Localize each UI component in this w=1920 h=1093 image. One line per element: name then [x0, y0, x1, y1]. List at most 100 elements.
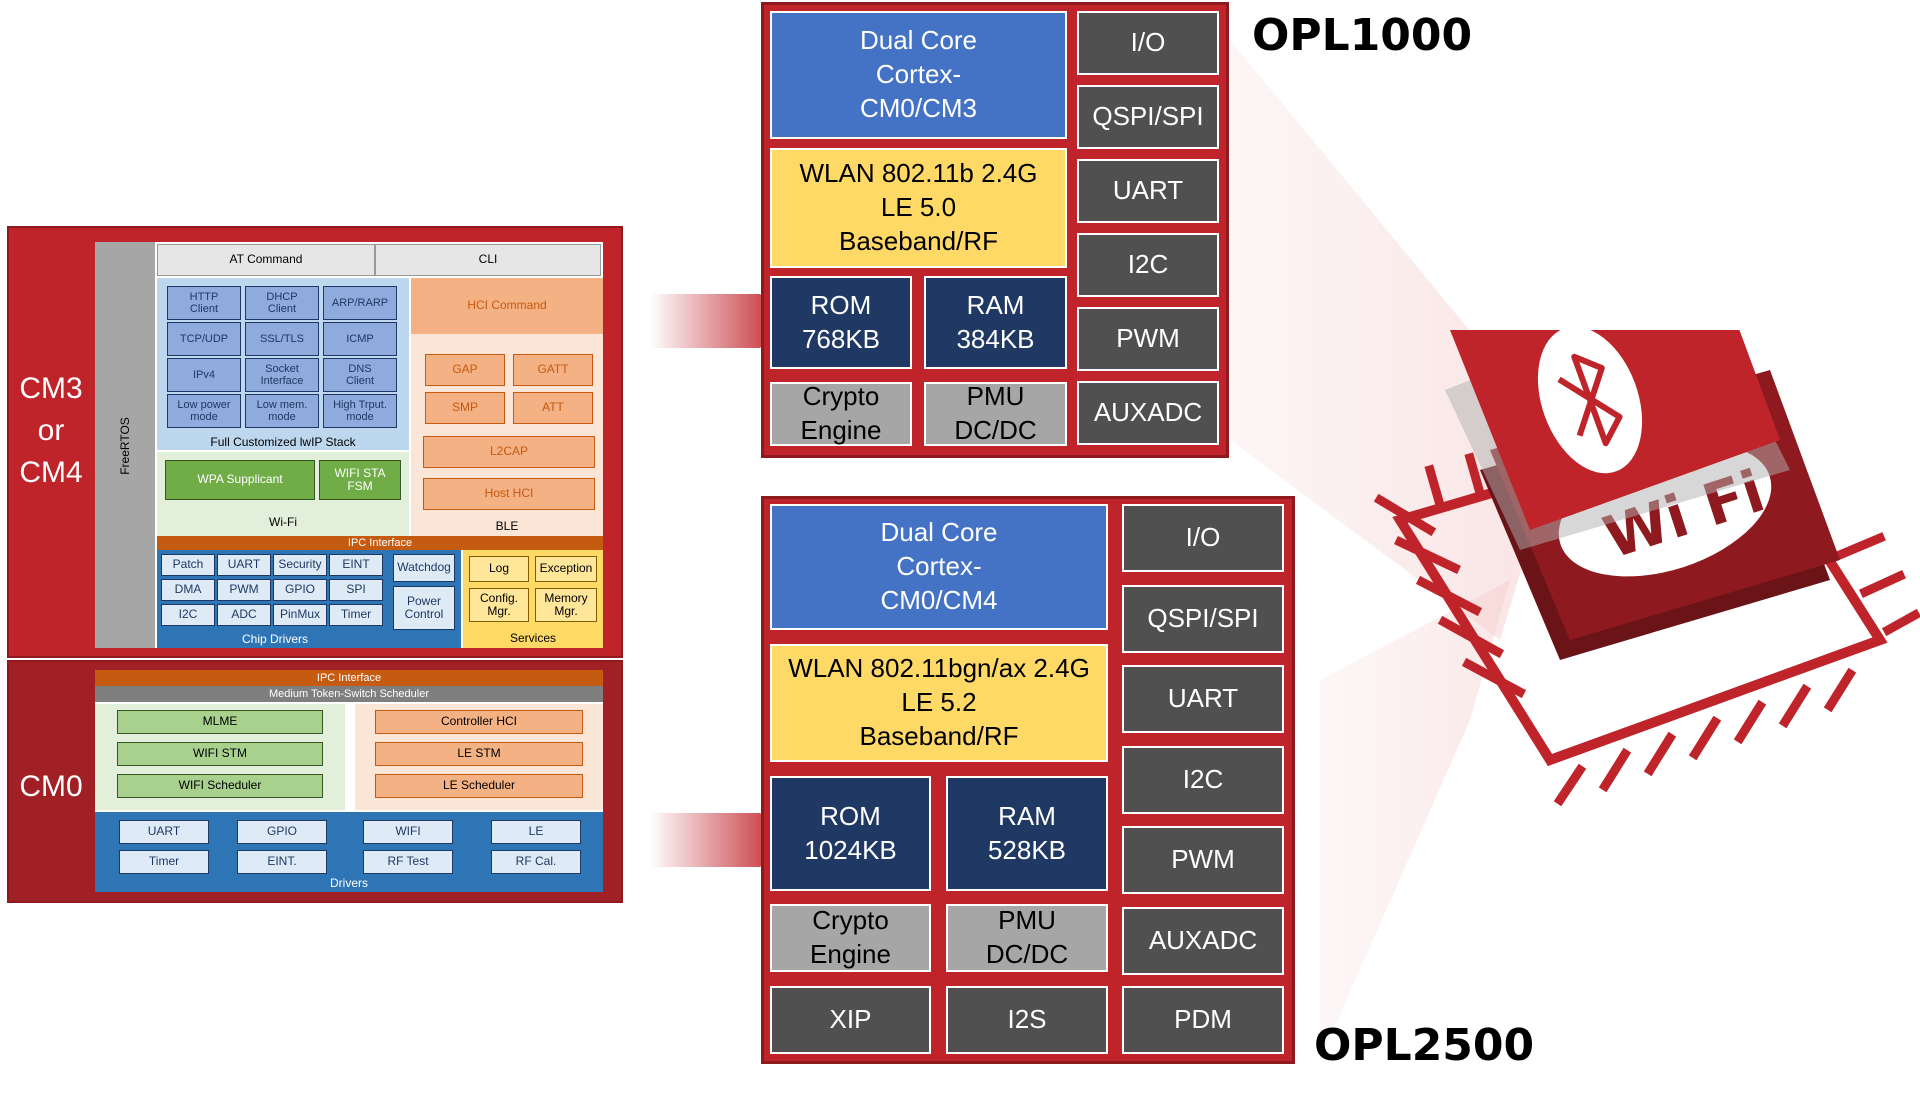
opl2500-io-block: AUXADC — [1122, 906, 1284, 975]
opl1000-io-block: PWM — [1077, 307, 1219, 371]
gatt-box: GATT — [513, 354, 593, 386]
opl1000-pmu-block: PMU DC/DC — [924, 381, 1067, 446]
net-cell: HTTP Client — [167, 286, 241, 320]
le-scheduler-box: LE Scheduler — [375, 774, 583, 798]
opl2500-wlan-block: WLAN 802.11bgn/ax 2.4G LE 5.2 Baseband/R… — [770, 644, 1108, 762]
opl2500-io-block: I/O — [1122, 504, 1284, 572]
driver-cell: I2C — [161, 604, 215, 626]
wifi-sta-fsm-box: WIFI STA FSM — [319, 460, 401, 500]
driver-cell: EINT — [329, 554, 383, 576]
software-stack: CM3 or CM4 FreeRTOS AT Command CLI Full … — [7, 226, 623, 903]
driver-cell: PinMux — [273, 604, 327, 626]
opl1000-wlan-block: WLAN 802.11b 2.4G LE 5.0 Baseband/RF — [770, 148, 1067, 268]
opl2500-pdm-block: PDM — [1122, 986, 1284, 1054]
cm0-driver-cell: WIFI — [363, 820, 453, 844]
opl1000-io-block: AUXADC — [1077, 381, 1219, 445]
att-box: ATT — [513, 392, 593, 424]
cm3-label: CM3 or CM4 — [19, 372, 83, 489]
chip-icon: Wi Fi — [1373, 330, 1920, 807]
cm0-driver-cell: RF Cal. — [491, 850, 581, 874]
opl1000-cpu-block: Dual Core Cortex- CM0/CM3 — [770, 11, 1067, 139]
opl1000-io-block: QSPI/SPI — [1077, 85, 1219, 149]
cm0-driver-cell: RF Test — [363, 850, 453, 874]
exception-box: Exception — [535, 556, 597, 582]
freertos-bar — [95, 242, 155, 648]
services-label: Services — [509, 631, 556, 646]
net-cell: Socket Interface — [245, 358, 319, 392]
net-cell: Low power mode — [167, 394, 241, 428]
opl2500-io-block: PWM — [1122, 826, 1284, 894]
l2cap-box: L2CAP — [423, 436, 595, 468]
opl1000-io-block: I/O — [1077, 11, 1219, 75]
host-hci-box: Host HCI — [423, 478, 595, 510]
wifi-scheduler-box: WIFI Scheduler — [117, 774, 323, 798]
gap-box: GAP — [425, 354, 505, 386]
driver-cell: Timer — [329, 604, 383, 626]
driver-cell: PWM — [217, 579, 271, 601]
cm0-driver-cell: UART — [119, 820, 209, 844]
net-cell: ARP/RARP — [323, 286, 397, 320]
power-control-box: Power Control — [393, 586, 455, 630]
cm0-driver-cell: EINT. — [237, 850, 327, 874]
opl2500-io-block: I2C — [1122, 745, 1284, 814]
net-cell: IPv4 — [167, 358, 241, 392]
scheduler-bar: Medium Token-Switch Scheduler — [95, 686, 603, 702]
wifi-label: Wi-Fi — [269, 515, 297, 530]
opl1000-crypto-block: Crypto Engine — [770, 381, 912, 446]
opl2500-crypto-block: Crypto Engine — [770, 904, 931, 972]
log-box: Log — [469, 556, 529, 582]
opl2500-title: OPL2500 — [1314, 1020, 1535, 1071]
opl2500-io-block: QSPI/SPI — [1122, 584, 1284, 653]
driver-cell: GPIO — [273, 579, 327, 601]
wifi-stm-box: WIFI STM — [117, 742, 323, 766]
opl1000-title: OPL1000 — [1252, 10, 1473, 61]
opl2500-ram-block: RAM 528KB — [946, 776, 1108, 891]
memory-mgr-box: Memory Mgr. — [535, 588, 597, 622]
le-stm-box: LE STM — [375, 742, 583, 766]
opl1000-rom-block: ROM 768KB — [770, 276, 912, 369]
net-cell: Low mem. mode — [245, 394, 319, 428]
wpa-supplicant-box: WPA Supplicant — [165, 460, 315, 500]
arrow-to-opl1000-icon — [650, 294, 788, 348]
controller-hci-box: Controller HCI — [375, 710, 583, 734]
drivers-label: Drivers — [330, 876, 368, 891]
ble-label: BLE — [495, 519, 519, 534]
driver-cell: ADC — [217, 604, 271, 626]
config-mgr-box: Config. Mgr. — [469, 588, 529, 622]
ipc-interface-bar-cm0: IPC Interface — [95, 670, 603, 686]
opl2500-io-block: UART — [1122, 665, 1284, 733]
cli-box: CLI — [375, 244, 601, 276]
cm0-driver-cell: LE — [491, 820, 581, 844]
opl2500-pmu-block: PMU DC/DC — [946, 904, 1108, 972]
driver-cell: Patch — [161, 554, 215, 576]
hci-command-box: HCI Command — [411, 278, 603, 334]
opl2500-xip-block: XIP — [770, 986, 931, 1054]
driver-cell: Security — [273, 554, 327, 576]
at-command-box: AT Command — [157, 244, 375, 276]
net-cell: High Trput. mode — [323, 394, 397, 428]
cm0-driver-cell: Timer — [119, 850, 209, 874]
arrow-to-opl2500-icon — [650, 813, 788, 867]
bluetooth-icon — [1537, 330, 1643, 474]
lwip-label: Full Customized lwIP Stack — [210, 435, 356, 450]
watchdog-box: Watchdog — [393, 554, 455, 582]
driver-cell: SPI — [329, 579, 383, 601]
opl1000-ram-block: RAM 384KB — [924, 276, 1067, 369]
mlme-box: MLME — [117, 710, 323, 734]
freertos-label: FreeRTOS — [118, 417, 132, 475]
driver-cell: UART — [217, 554, 271, 576]
chip-drivers-label: Chip Drivers — [241, 632, 308, 647]
driver-cell: DMA — [161, 579, 215, 601]
opl2500-i2s-block: I2S — [946, 986, 1108, 1054]
opl2500-rom-block: ROM 1024KB — [770, 776, 931, 891]
smp-box: SMP — [425, 392, 505, 424]
opl1000-io-block: I2C — [1077, 233, 1219, 297]
net-cell: ICMP — [323, 322, 397, 356]
ipc-interface-bar: IPC Interface — [157, 536, 603, 550]
cm0-label: CM0 — [19, 769, 83, 803]
opl2500-cpu-block: Dual Core Cortex- CM0/CM4 — [770, 504, 1108, 630]
net-cell: DHCP Client — [245, 286, 319, 320]
net-cell: DNS Client — [323, 358, 397, 392]
net-cell: SSL/TLS — [245, 322, 319, 356]
net-cell: TCP/UDP — [167, 322, 241, 356]
